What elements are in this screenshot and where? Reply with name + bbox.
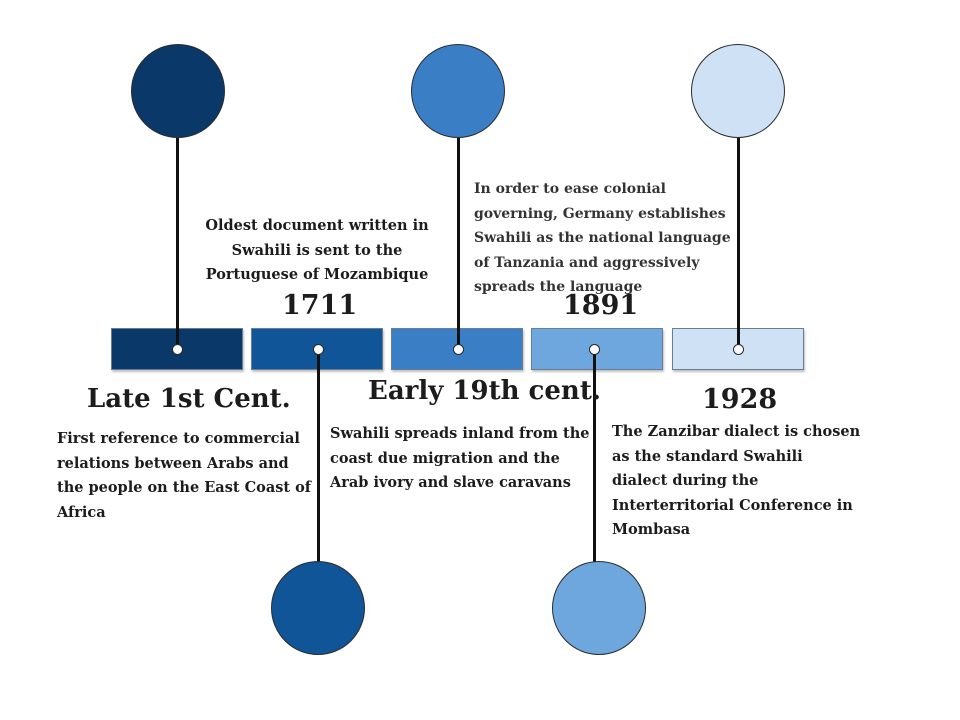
timeline-node-5 — [733, 344, 744, 355]
event-label-3: Early 19th cent. — [368, 376, 601, 406]
connector-line-5 — [737, 138, 740, 350]
connector-line-2 — [317, 349, 320, 562]
marker-circle-5 — [691, 44, 785, 138]
connector-line-3 — [457, 138, 460, 350]
timeline-node-4 — [589, 344, 600, 355]
event-label-5: 1928 — [702, 384, 778, 415]
event-description-1: First reference to commercial relations … — [57, 430, 312, 521]
event-label-2: 1711 — [282, 290, 358, 321]
marker-circle-2 — [271, 561, 365, 655]
event-description-5: The Zanzibar dialect is chosen as the st… — [612, 423, 861, 538]
marker-circle-1 — [131, 44, 225, 138]
event-label-1: Late 1st Cent. — [87, 384, 291, 414]
event-description-2: Oldest document written in Swahili is se… — [205, 217, 429, 283]
marker-circle-3 — [411, 44, 505, 138]
connector-line-4 — [593, 349, 596, 562]
event-description-3: Swahili spreads inland from the coast du… — [330, 425, 590, 491]
timeline-node-3 — [453, 344, 464, 355]
event-description-4: In order to ease colonial governing, Ger… — [474, 181, 731, 295]
timeline-node-2 — [313, 344, 324, 355]
timeline-node-1 — [172, 344, 183, 355]
event-label-4: 1891 — [563, 290, 639, 321]
connector-line-1 — [176, 138, 179, 350]
marker-circle-4 — [552, 561, 646, 655]
